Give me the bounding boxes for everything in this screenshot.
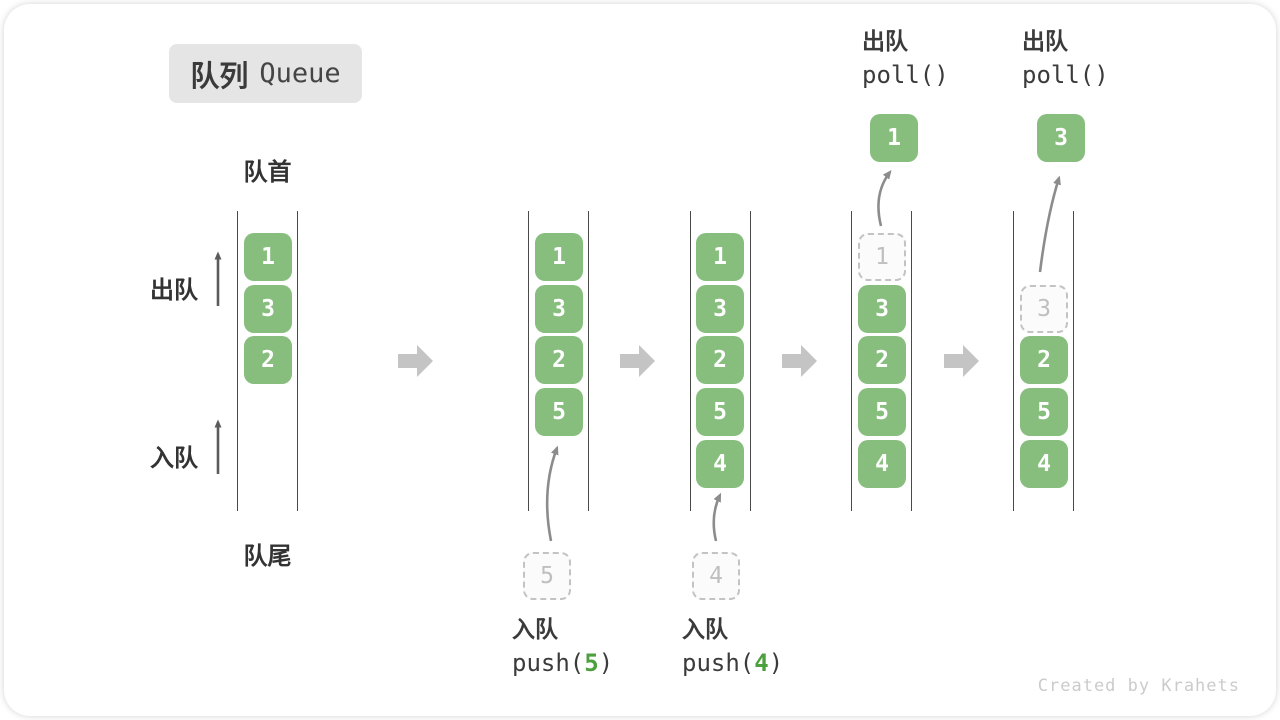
poll-op-code: poll() (862, 61, 949, 89)
removed-cell: 3 (1020, 285, 1068, 333)
poll-op-label-1: 出队 poll() (862, 26, 949, 92)
title-zh: 队列 (190, 58, 249, 93)
polled-cell: 3 (1037, 114, 1085, 162)
queue-cell: 5 (858, 388, 906, 436)
queue-column-2 (528, 211, 589, 511)
queue-column-3 (690, 211, 751, 511)
title-en: Queue (259, 58, 341, 89)
push-arg: 5 (584, 649, 599, 677)
queue-cell: 1 (696, 233, 744, 281)
queue-cell: 2 (858, 336, 906, 384)
poll-op-zh: 出队 (862, 29, 908, 55)
watermark: Created by Krahets (1037, 676, 1240, 696)
queue-cell: 5 (696, 388, 744, 436)
polled-cell: 1 (870, 114, 918, 162)
queue-cell: 4 (1020, 440, 1068, 488)
queue-cell: 3 (696, 285, 744, 333)
queue-column-1 (237, 211, 298, 511)
queue-cell: 2 (1020, 336, 1068, 384)
queue-cell: 2 (535, 336, 583, 384)
push-op-code: push(4) (682, 649, 784, 677)
queue-rear-label: 队尾 (243, 542, 292, 570)
queue-cell: 3 (858, 285, 906, 333)
queue-column-5 (1013, 211, 1074, 511)
queue-column-4 (851, 211, 912, 511)
poll-op-zh: 出队 (1022, 29, 1068, 55)
queue-cell: 3 (244, 285, 292, 333)
poll-op-code: poll() (1022, 61, 1109, 89)
push-op-zh: 入队 (512, 617, 558, 643)
push-op-zh: 入队 (682, 617, 728, 643)
push-op-label-1: 入队 push(5) (512, 614, 613, 680)
dequeue-side-label: 出队 (150, 276, 198, 304)
queue-cell: 1 (244, 233, 292, 281)
removed-cell: 1 (858, 233, 906, 281)
queue-cell: 2 (244, 336, 292, 384)
push-op-label-2: 入队 push(4) (682, 614, 783, 680)
diagram-card (4, 4, 1276, 716)
poll-op-label-2: 出队 poll() (1022, 26, 1109, 92)
queue-front-label: 队首 (243, 158, 292, 186)
queue-cell: 4 (858, 440, 906, 488)
title-badge: 队列 Queue (169, 44, 362, 103)
push-arg: 4 (754, 649, 769, 677)
queue-cell: 4 (696, 440, 744, 488)
queue-cell: 3 (535, 285, 583, 333)
push-op-code: push(5) (512, 649, 614, 677)
enqueue-side-label: 入队 (150, 444, 198, 472)
incoming-cell: 4 (692, 552, 740, 600)
incoming-cell: 5 (523, 552, 571, 600)
queue-cell: 1 (535, 233, 583, 281)
queue-cell: 5 (535, 388, 583, 436)
queue-cell: 2 (696, 336, 744, 384)
queue-cell: 5 (1020, 388, 1068, 436)
